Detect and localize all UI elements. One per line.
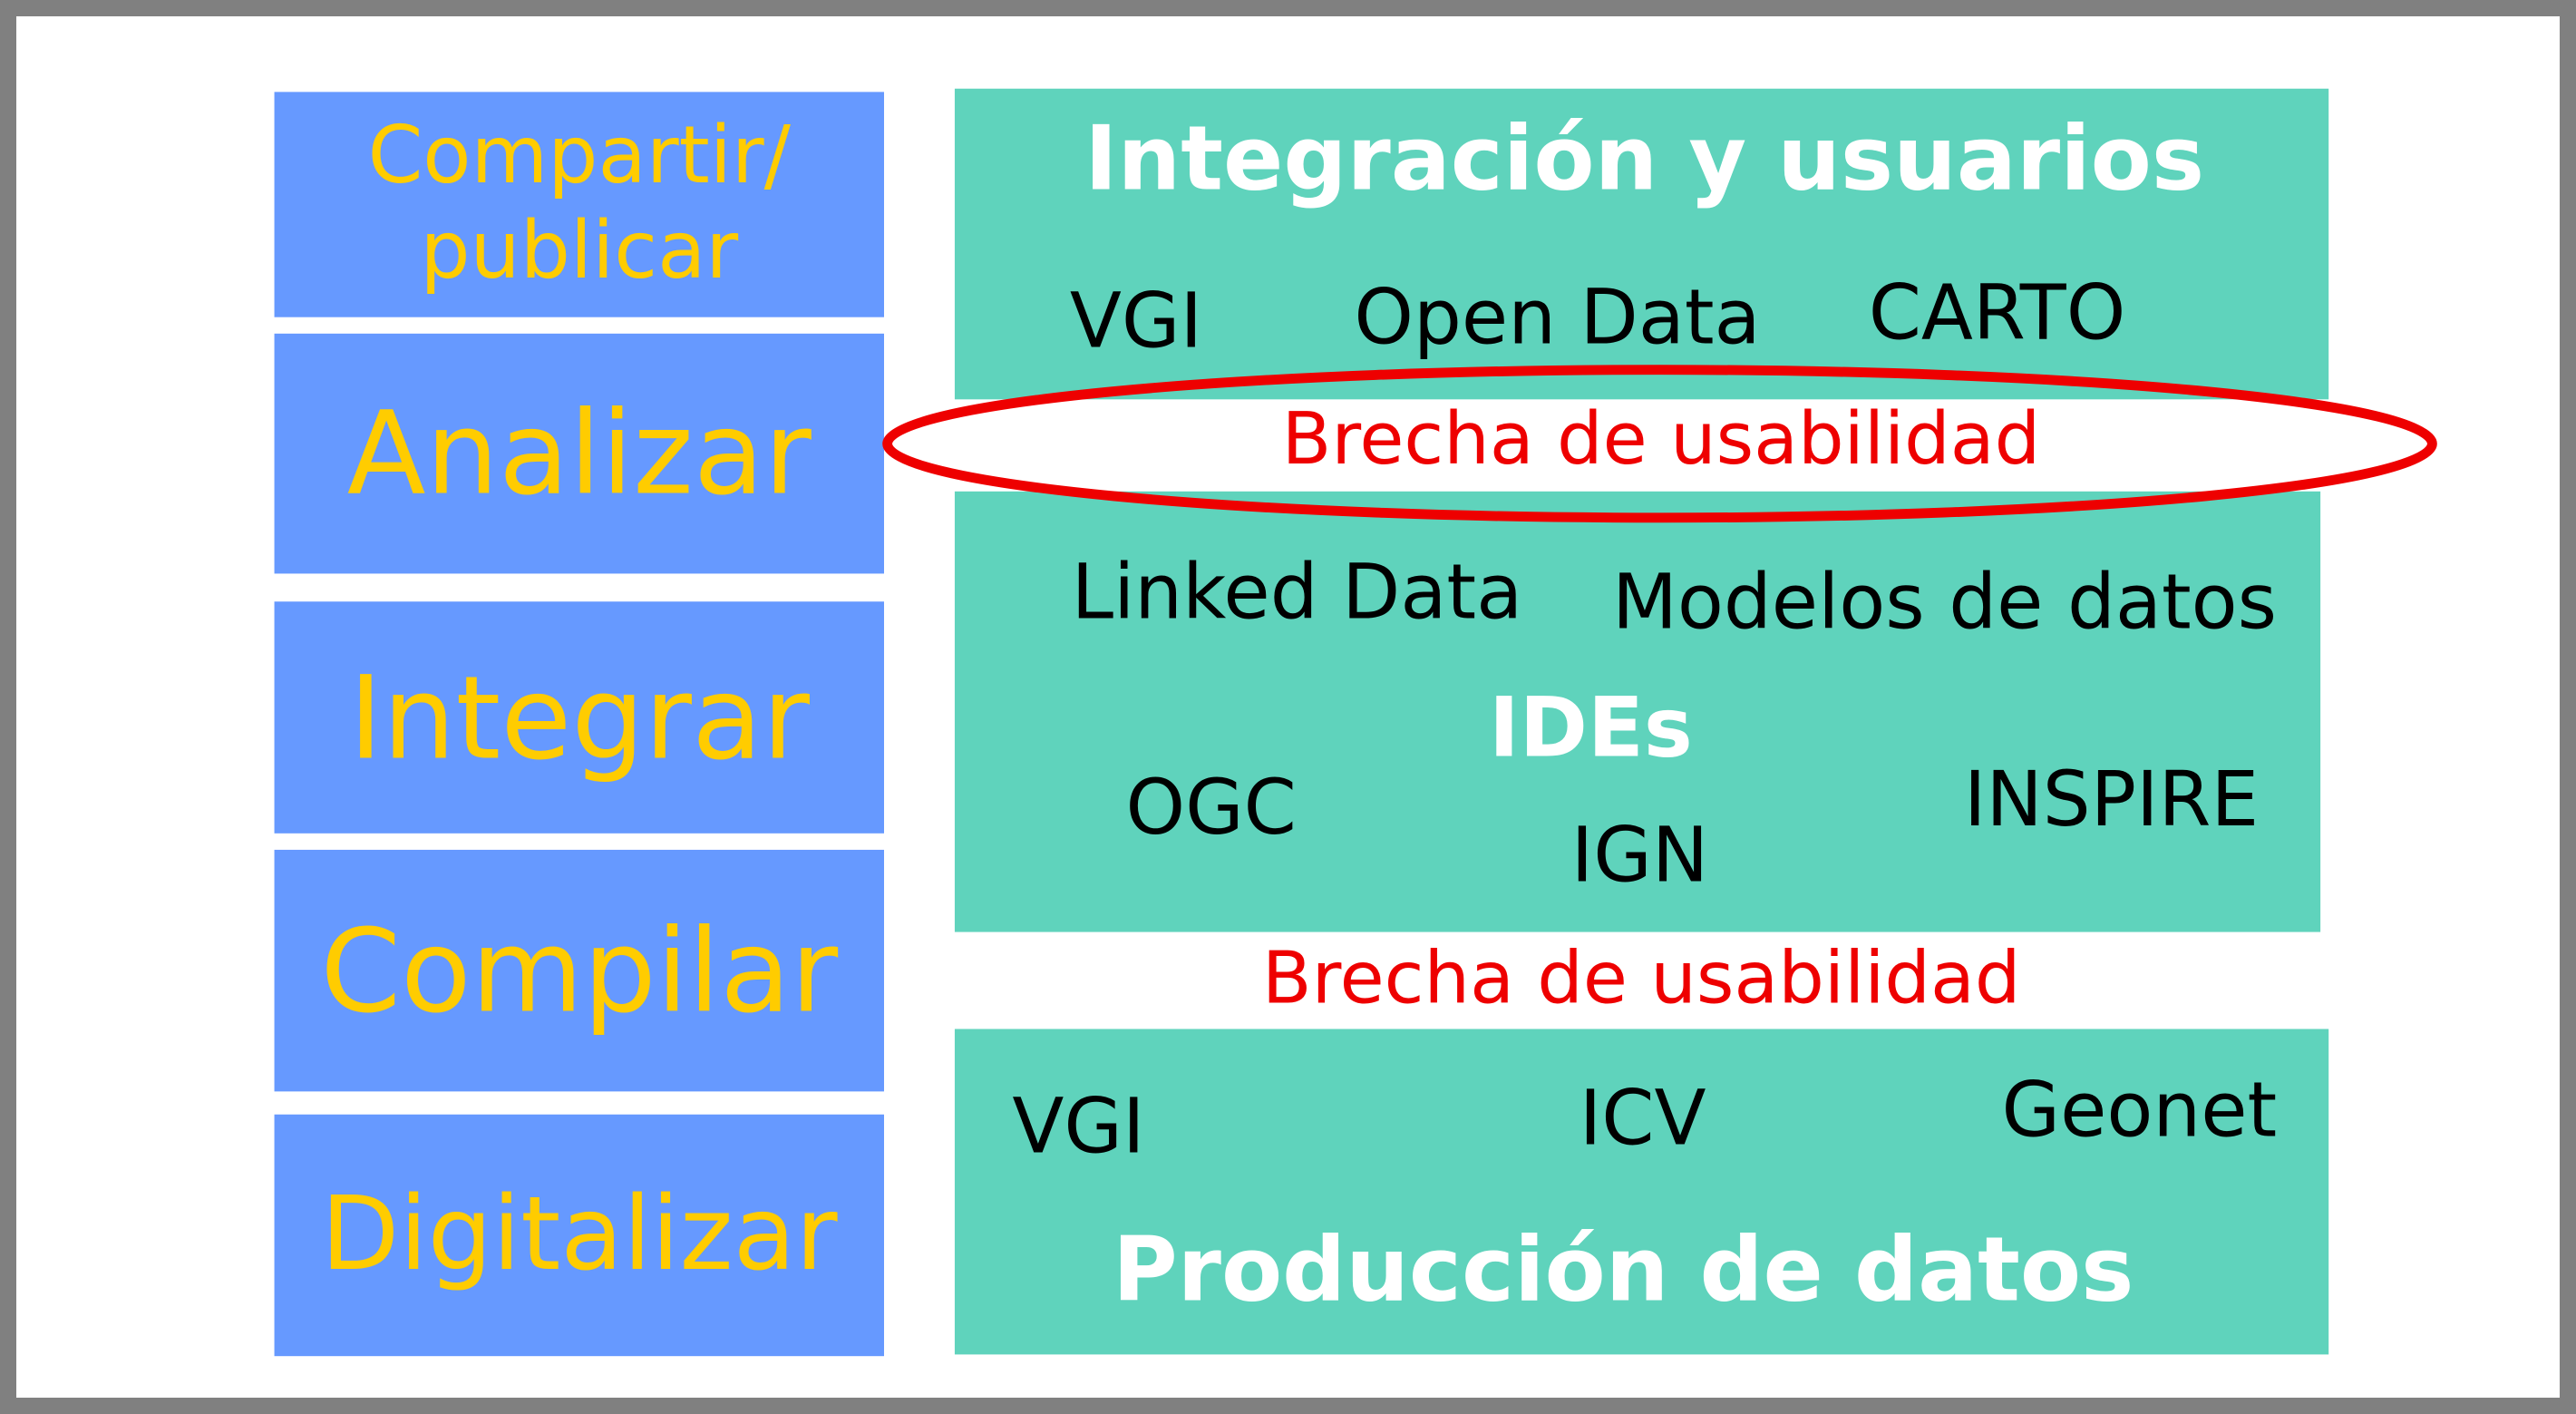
block-produccion-title: Producción de datos xyxy=(1112,1217,2134,1322)
stage-compartir-publicar: Compartir/ publicar xyxy=(274,92,884,317)
block-integracion-title: Integración y usuarios xyxy=(1084,106,2205,210)
block-ides-title: IDEs xyxy=(1489,680,1693,776)
bottom-item-geonet: Geonet xyxy=(2001,1065,2278,1155)
stage-digitalizar-label: Digitalizar xyxy=(320,1174,838,1294)
stage-integrar-label: Integrar xyxy=(348,649,810,785)
stage-analizar-label: Analizar xyxy=(346,385,812,522)
gap-highlight-ellipse xyxy=(882,365,2437,523)
top-item-carto: CARTO xyxy=(1868,268,2126,357)
stage-integrar: Integrar xyxy=(274,601,884,834)
mid-item-linked-data: Linked Data xyxy=(1071,547,1523,637)
stage-analizar: Analizar xyxy=(274,333,884,574)
mid-item-ogc: OGC xyxy=(1125,762,1297,852)
diagram-stage: Compartir/ publicar Analizar Integrar Co… xyxy=(16,16,2560,1398)
top-item-open-data: Open Data xyxy=(1354,272,1761,362)
gap-label-bottom: Brecha de usabilidad xyxy=(1261,937,2021,1021)
block-ides xyxy=(954,491,2321,932)
stage-compartir-label: Compartir/ publicar xyxy=(367,110,791,297)
top-item-vgi: VGI xyxy=(1069,276,1203,366)
block-integracion-usuarios xyxy=(954,88,2329,400)
stage-compilar-label: Compilar xyxy=(320,902,839,1039)
mid-item-ign: IGN xyxy=(1570,810,1709,900)
bottom-item-vgi: VGI xyxy=(1012,1081,1145,1171)
gap-ellipse-shape xyxy=(882,365,2437,523)
gap-label-top: Brecha de usabilidad xyxy=(1281,397,2041,482)
block-produccion-datos xyxy=(954,1029,2329,1355)
stage-digitalizar: Digitalizar xyxy=(274,1114,884,1357)
diagram-canvas: Compartir/ publicar Analizar Integrar Co… xyxy=(16,16,2560,1398)
bottom-item-icv: ICV xyxy=(1579,1073,1706,1163)
stage-compilar: Compilar xyxy=(274,849,884,1092)
mid-item-modelos-de-datos: Modelos de datos xyxy=(1611,557,2278,647)
mid-item-inspire: INSPIRE xyxy=(1963,754,2260,844)
